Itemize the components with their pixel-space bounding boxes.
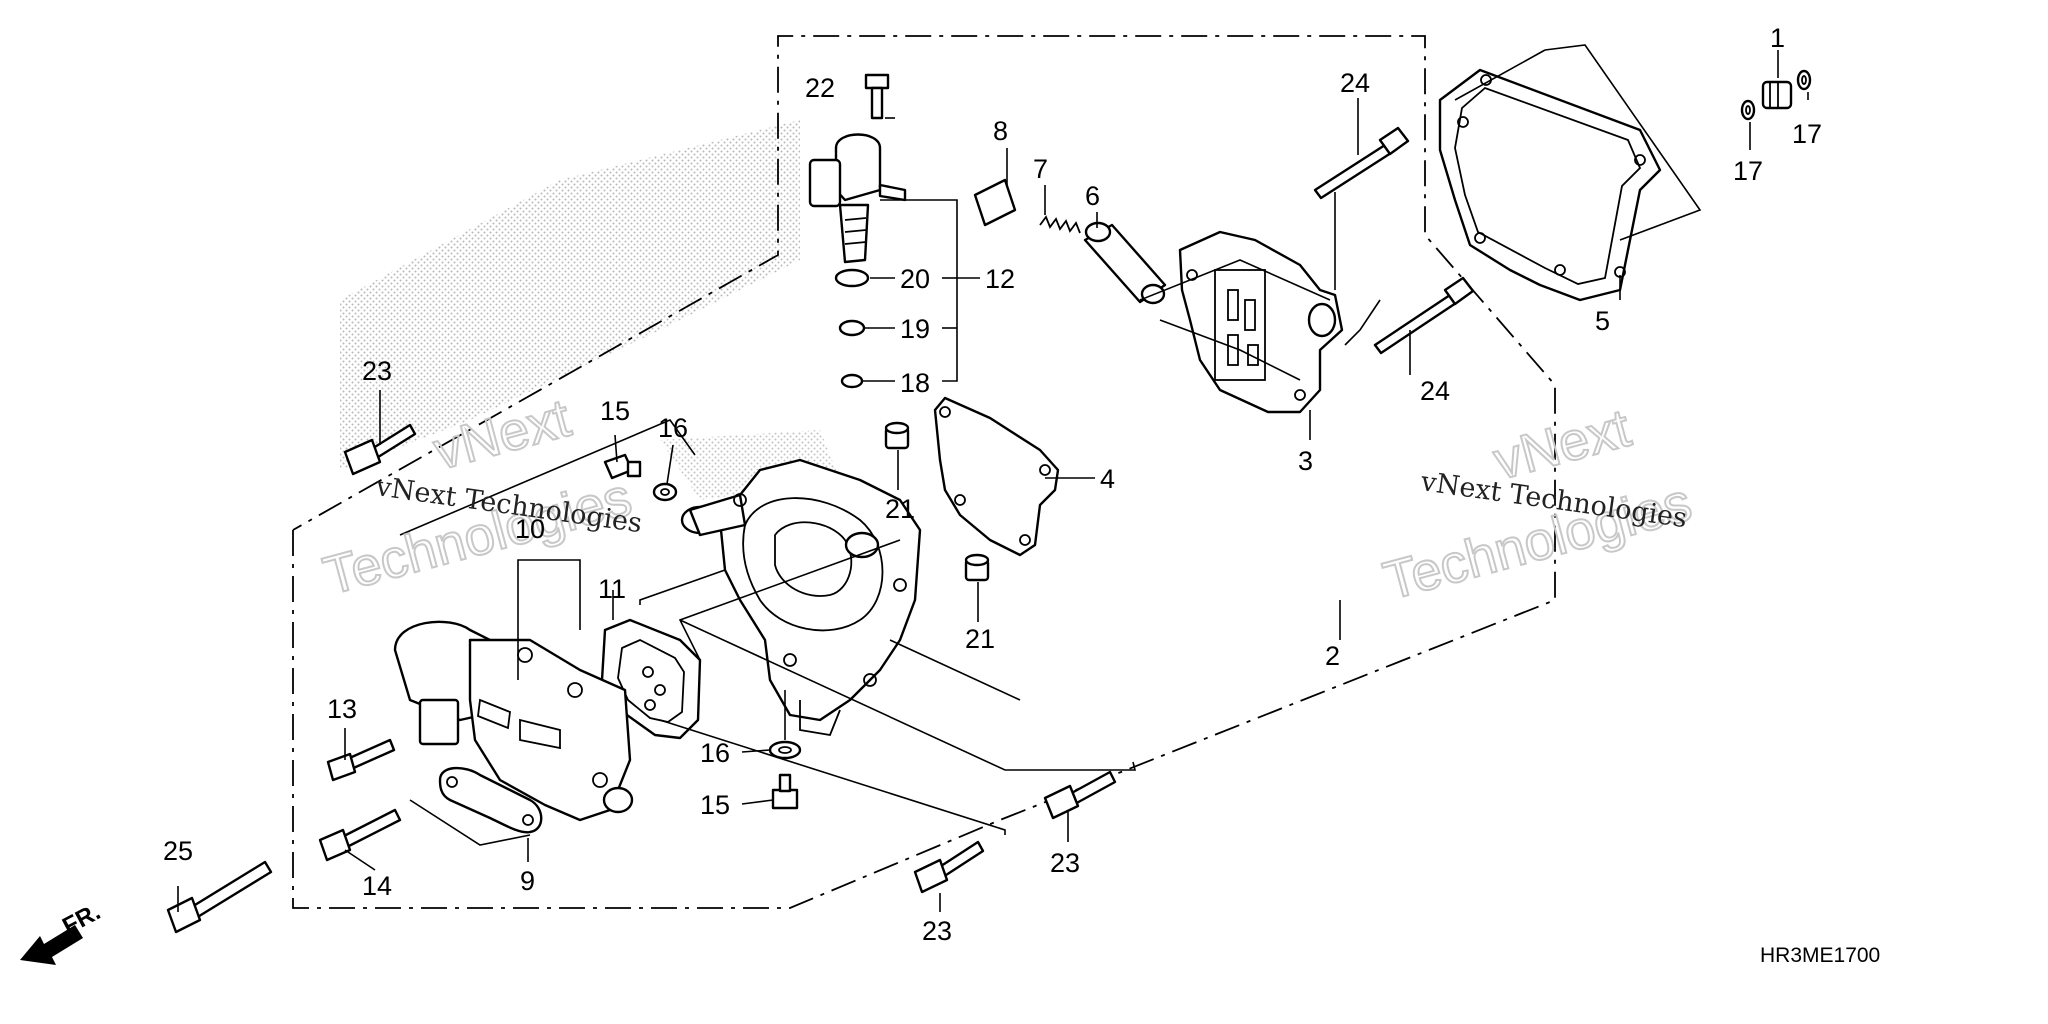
part-15-bolt-upper [603, 453, 642, 480]
callout-12: 12 [985, 264, 1015, 294]
callout-3: 3 [1298, 446, 1313, 476]
part-23-bolt-bottom-right [1043, 770, 1117, 820]
callout-17-b: 17 [1792, 119, 1822, 149]
callout-20: 20 [900, 264, 930, 294]
callout-11: 11 [598, 574, 626, 604]
callout-16-b: 16 [700, 738, 730, 768]
callout-4: 4 [1100, 464, 1115, 494]
callout-15-b: 15 [700, 790, 730, 820]
callout-23-b: 23 [1050, 848, 1080, 878]
callout-25: 25 [163, 836, 193, 866]
part-16-washer-lower [768, 740, 802, 760]
part-21-dowel-lower [964, 553, 990, 582]
leader-lines [177, 44, 1809, 912]
main-valve-housing [680, 458, 922, 737]
part-22-bolt [864, 73, 890, 120]
part-23-bolt-bottom-center [913, 840, 985, 894]
callout-17-a: 17 [1733, 156, 1763, 186]
part-8-plate [973, 178, 1017, 227]
part-23-bolt-upper-left [343, 423, 417, 476]
callout-19: 19 [900, 314, 930, 344]
part-15-bolt-lower [771, 773, 799, 810]
part-5-gasket [1438, 68, 1662, 302]
part-3-valve-body [1178, 230, 1344, 414]
callout-6: 6 [1085, 181, 1100, 211]
stipple-shading-left [340, 120, 800, 470]
callout-14: 14 [362, 871, 392, 901]
callout-8: 8 [993, 116, 1008, 146]
callout-21-a: 21 [885, 494, 915, 524]
callout-23-a: 23 [362, 356, 392, 386]
callout-16-a: 16 [658, 413, 688, 443]
callout-2: 2 [1325, 641, 1340, 671]
part-16-washer-upper [652, 482, 678, 502]
assembly-outline-dashed [292, 35, 1556, 909]
part-7-spring [1039, 215, 1081, 234]
part-17-washer-a [1740, 99, 1756, 121]
callout-18: 18 [900, 368, 930, 398]
part-19-o-ring [838, 319, 866, 337]
part-17-washer-b [1796, 69, 1812, 91]
callout-24-b: 24 [1420, 376, 1450, 406]
part-25-bolt [166, 860, 273, 934]
part-1-plug [1761, 80, 1793, 110]
part-9-bracket [438, 766, 543, 834]
callout-15-a: 15 [600, 396, 630, 426]
part-13-bolt [326, 738, 396, 782]
part-10-linear-solenoid [393, 620, 634, 822]
callout-22: 22 [805, 73, 835, 103]
part-14-bolt [318, 808, 402, 862]
part-18-o-ring [840, 373, 864, 389]
callout-labels: 1 17 17 24 24 5 3 4 2 6 7 8 22 20 12 19 … [163, 23, 1822, 946]
callout-9: 9 [520, 866, 535, 896]
callout-1: 1 [1770, 23, 1785, 53]
part-6-valve [1083, 221, 1167, 305]
callout-13: 13 [327, 694, 357, 724]
callout-24-a: 24 [1340, 68, 1370, 98]
callout-21-b: 21 [965, 624, 995, 654]
part-12-solenoid [808, 133, 907, 264]
callout-7: 7 [1033, 154, 1048, 184]
drawing-code: HR3ME1700 [1760, 944, 1880, 967]
part-21-dowel-upper [884, 421, 910, 450]
part-24-bolt-lower [1373, 276, 1475, 355]
part-4-separator-plate [933, 396, 1060, 557]
callout-5: 5 [1595, 306, 1610, 336]
part-24-bolt-upper [1313, 126, 1410, 200]
callout-23-c: 23 [922, 916, 952, 946]
callout-10: 10 [515, 514, 545, 544]
part-20-o-ring [834, 268, 870, 288]
front-direction-arrow [20, 925, 83, 965]
